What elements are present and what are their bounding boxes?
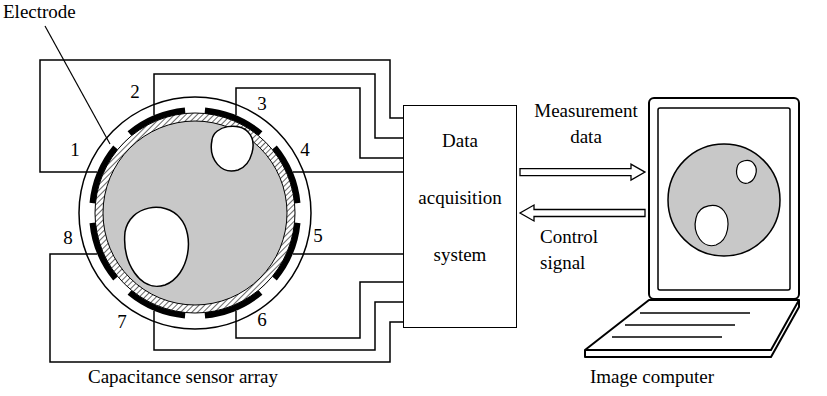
- callout-number: 5: [313, 225, 323, 246]
- hollow-arrow: [520, 164, 645, 180]
- process-box: Data acquisition system: [403, 105, 517, 328]
- part-label: Electrode: [3, 1, 76, 23]
- caption-label: Capacitance sensor array: [88, 366, 278, 388]
- callout-wrap: 7: [110, 311, 134, 333]
- callout-wrap: 1: [63, 139, 87, 161]
- edge-label-wrap: Control signal: [540, 224, 635, 276]
- bubble: [211, 126, 253, 171]
- callout-number: 7: [117, 311, 127, 332]
- callout-number: 3: [257, 93, 267, 114]
- laptop-computer: Image computer: [648, 97, 800, 300]
- laptop-base: [585, 300, 799, 350]
- callout-number: 2: [130, 81, 140, 102]
- callout-wrap: 6: [250, 309, 274, 331]
- node-text: Image computer: [590, 366, 714, 388]
- callout-wrap: 2: [123, 81, 147, 103]
- callout-wrap: 3: [250, 93, 274, 115]
- leader-line: [45, 26, 110, 144]
- laptop-screen: [658, 108, 790, 290]
- pipe-wall-outer: [95, 113, 295, 313]
- image-bubble: [695, 206, 728, 246]
- edge-label-wrap: Measurement data: [530, 98, 642, 150]
- callout-number: 4: [300, 139, 310, 160]
- hollow-arrow: [520, 205, 645, 221]
- laptop-lid: [649, 98, 799, 299]
- callout-wrap: 8: [56, 227, 80, 249]
- outer-screen: [79, 97, 311, 329]
- callout-wrap: 5: [306, 225, 330, 247]
- callout-number: 1: [70, 139, 80, 160]
- electrodes: [93, 111, 298, 316]
- pipe-interior: [103, 121, 287, 305]
- laptop-base-edge: [585, 300, 799, 357]
- edge-label: Control signal: [540, 226, 598, 273]
- caption-label: Capacitance sensor array: [88, 366, 278, 387]
- part-label: Electrode: [3, 1, 76, 22]
- callout-wrap: 4: [293, 139, 317, 161]
- callout-number: 6: [257, 309, 267, 330]
- bubble: [125, 207, 189, 286]
- pipe-wall: [99, 117, 291, 309]
- reconstructed-image: [668, 144, 780, 256]
- image-bubble: [737, 161, 757, 184]
- node-heading-wrap: Image computer: [590, 366, 714, 388]
- node-text: Data acquisition system: [404, 106, 516, 283]
- callout-number: 8: [63, 227, 73, 248]
- electrode-wires: [40, 60, 403, 362]
- keyboard-lines: [612, 313, 750, 337]
- edge-label: Measurement data: [534, 100, 637, 147]
